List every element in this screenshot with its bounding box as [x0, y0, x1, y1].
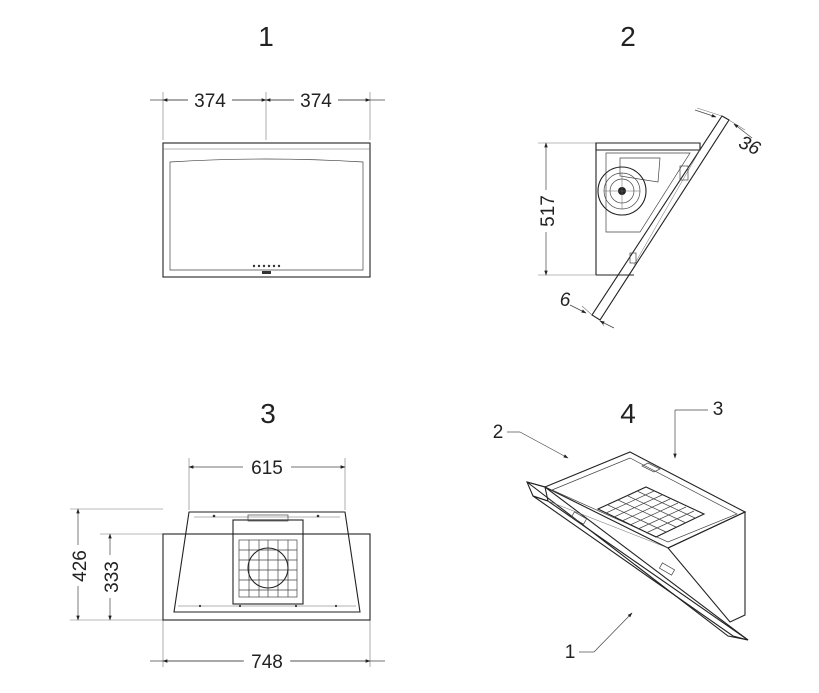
view-number-1: 1: [258, 21, 274, 52]
side-glass-panel: [591, 115, 730, 321]
view-number-3: 3: [260, 398, 276, 429]
view-number-2: 2: [620, 21, 636, 52]
top-glass-outline: [162, 533, 371, 621]
iso-filter-grid-icon: [596, 486, 706, 538]
view-number-4: 4: [620, 398, 636, 429]
dimension-426: 426: [70, 550, 91, 582]
dimension-615: 615: [251, 458, 283, 479]
top-body-outline: [173, 511, 361, 613]
front-view: 1 374 374: [150, 21, 385, 278]
dimension-748: 748: [251, 652, 283, 673]
callout-2: 2: [493, 422, 504, 443]
callout-3: 3: [713, 399, 724, 420]
filter-housing: [232, 519, 304, 605]
hood-front-outline: [162, 142, 371, 278]
callout-1: 1: [565, 642, 576, 663]
dimension-517: 517: [538, 195, 559, 227]
dimension-36: 36: [735, 132, 763, 160]
fan-icon: [597, 166, 647, 216]
filter-grid-icon: [239, 540, 297, 597]
side-view: 2 517 36: [538, 21, 764, 329]
iso-view: 4 2 3 1: [493, 398, 749, 663]
dimension-374-left: 374: [194, 91, 226, 112]
dimension-374-right: 374: [300, 91, 332, 112]
iso-side-panel: [667, 511, 746, 623]
top-view: 3 615 748 426 333: [70, 398, 385, 673]
hood-front-glass: [169, 158, 364, 271]
control-buttons: [252, 264, 281, 274]
side-top-plate: [595, 142, 701, 151]
dimension-333: 333: [102, 561, 123, 593]
dimension-6: 6: [560, 290, 571, 311]
